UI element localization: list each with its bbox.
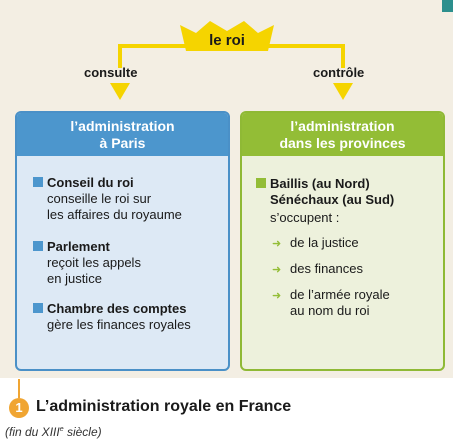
list-item: Parlement reçoit les appels en justice (47, 239, 141, 287)
provinces-administration-box: l’administration dans les provinces Bail… (240, 111, 445, 371)
provinces-box-header: l’administration dans les provinces (242, 113, 443, 156)
arrow-bullet-icon: ➜ (272, 264, 282, 276)
square-bullet-icon (33, 241, 43, 251)
item-title: Conseil du roi (47, 175, 134, 190)
corner-tab (442, 0, 453, 12)
item-title: Parlement (47, 239, 110, 254)
subtitle-superscript: e (59, 426, 64, 433)
king-label: le roi (209, 32, 245, 49)
provinces-title-line1: l’administration (290, 117, 395, 134)
figure-title: L’administration royale en France (36, 398, 292, 415)
subtitle-text: (fin du XIII (5, 425, 60, 439)
crown-icon (180, 21, 274, 51)
paris-box-header: l’administration à Paris (17, 113, 228, 156)
paris-administration-box: l’administration à Paris Conseil du roi … (15, 111, 230, 371)
arrow-down-right-icon (333, 83, 353, 100)
list-item: Conseil du roi conseille le roi sur les … (47, 175, 182, 223)
item-text: en justice (47, 271, 102, 286)
duties-intro: s’occupent : (270, 210, 340, 225)
figure-subtitle: (fin du XIIIe siècle) (5, 425, 102, 439)
figure-number-badge: 1 (9, 398, 29, 418)
officers-north: Baillis (au Nord) (270, 176, 370, 191)
subtitle-text-end: siècle) (63, 425, 102, 439)
arrow-bullet-icon: ➜ (272, 238, 282, 250)
arrow-down-left-icon (110, 83, 130, 100)
list-item: Chambre des comptes gère les finances ro… (47, 301, 191, 333)
square-bullet-icon (33, 303, 43, 313)
officers-south: Sénéchaux (au Sud) (270, 192, 395, 207)
duty-item: de l’armée royale au nom du roi (290, 287, 390, 319)
item-text: les affaires du royaume (47, 207, 182, 222)
item-text: reçoit les appels (47, 255, 141, 270)
duty-item: de la justice (290, 235, 359, 250)
consults-label: consulte (84, 65, 138, 80)
item-text: gère les finances royales (47, 317, 191, 332)
controls-label: contrôle (313, 65, 365, 80)
officers-item: Baillis (au Nord) Sénéchaux (au Sud) s’o… (270, 176, 394, 226)
item-text: conseille le roi sur (47, 191, 152, 206)
paris-title-line2: à Paris (99, 134, 146, 151)
square-bullet-icon (256, 178, 266, 188)
item-title: Chambre des comptes (47, 301, 187, 316)
arrow-bullet-icon: ➜ (272, 290, 282, 302)
duty-text: au nom du roi (290, 303, 370, 318)
duty-item: des finances (290, 261, 363, 276)
square-bullet-icon (33, 177, 43, 187)
provinces-title-line2: dans les provinces (279, 134, 406, 151)
paris-title-line1: l’administration (70, 117, 175, 134)
duty-text: de l’armée royale (290, 287, 390, 302)
